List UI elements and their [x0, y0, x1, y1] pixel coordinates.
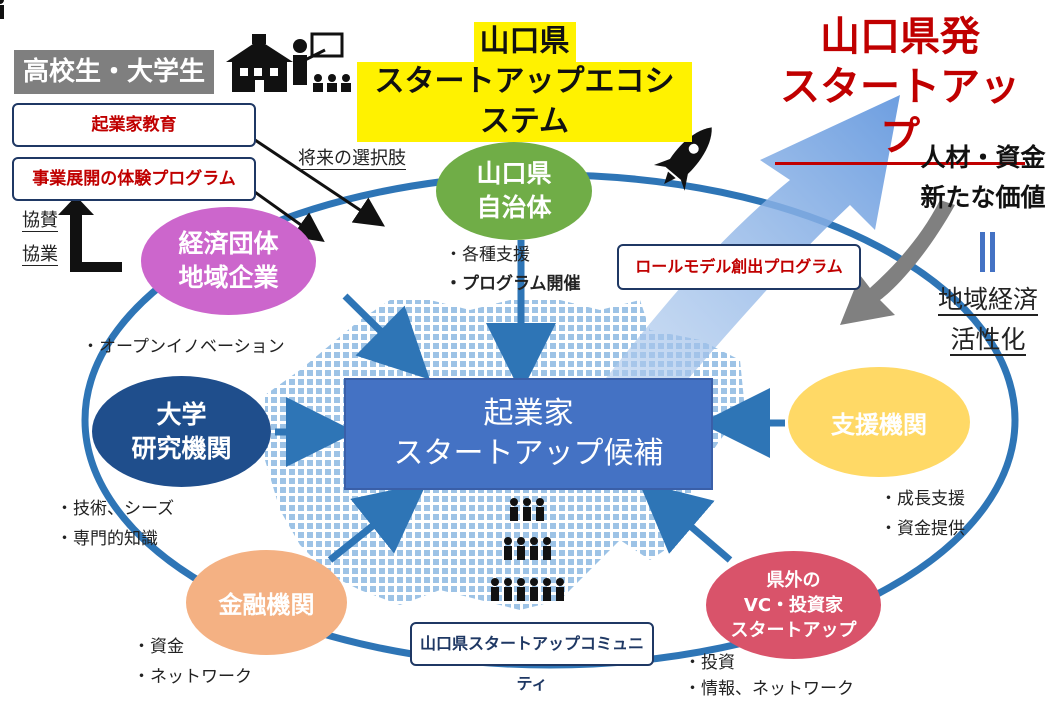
note-finance2: ・ネットワーク — [133, 667, 252, 687]
note-support2: ・資金提供 — [880, 519, 965, 539]
node-government: 山口県 自治体 — [436, 142, 592, 240]
support-up-arrow — [58, 196, 122, 272]
regional-economy-text: 地域経済 活性化 — [937, 285, 1038, 356]
node-support-org: 支援機関 — [788, 367, 970, 477]
title-line2: スタートアップエコシステム — [357, 62, 692, 142]
center-line1: 起業家 — [483, 396, 574, 431]
arrow-business-to-center — [342, 293, 430, 380]
people-group-icon — [0, 0, 564, 601]
goal-title: 山口県発 スタートアップ — [775, 12, 1025, 165]
arrow-experience — [251, 188, 325, 242]
business-experience-program-box: 事業展開の体験プログラム — [12, 157, 256, 201]
collab-label: 協業 — [22, 244, 58, 266]
entrepreneur-center-box: 起業家 スタートアップ候補 — [344, 378, 713, 490]
note-open-innovation: ・オープンイノベーション — [82, 337, 285, 357]
node-outside-investors: 県外の VC・投資家 スタートアップ — [706, 551, 881, 659]
arrow-outside-to-center — [638, 481, 733, 563]
ecosystem-title: 山口県 スタートアップエコシステム — [357, 22, 692, 142]
note-univ2: ・専門的知識 — [56, 529, 158, 549]
students-label: 高校生・大学生 — [14, 50, 214, 94]
note-support1: ・成長支援 — [880, 489, 965, 509]
result-line2: 新たな価値 — [920, 183, 1046, 212]
arrow-education — [251, 136, 385, 227]
arrow-finance-to-center — [327, 482, 427, 563]
equals-icon — [980, 232, 996, 272]
node-finance: 金融機関 — [186, 550, 347, 655]
note-finance1: ・資金 — [133, 637, 184, 657]
result-line1: 人材・資金 — [920, 143, 1046, 172]
node-university: 大学 研究機関 — [92, 376, 271, 487]
note-outside1: ・投資 — [684, 653, 735, 673]
goal-line2: スタートアップ — [775, 62, 1025, 165]
feedback-arrow — [840, 200, 955, 325]
school-icon — [226, 34, 293, 92]
title-line1: 山口県 — [473, 22, 576, 62]
note-univ1: ・技術、シーズ — [56, 499, 175, 519]
support-label: 協賛 — [22, 210, 58, 232]
future-choice-label: 将来の選択肢 — [298, 148, 406, 170]
goal-line1: 山口県発 — [820, 14, 980, 60]
rocket-icon — [653, 127, 712, 191]
note-gov1: ・各種支援 — [445, 245, 530, 265]
startup-community-box: 山口県スタートアップコミュニティ — [410, 622, 654, 693]
role-model-program-box: ロールモデル創出プログラム — [617, 244, 861, 290]
teacher-icon — [293, 32, 351, 92]
entrepreneur-education-box: 起業家教育 — [12, 103, 256, 147]
result-text: 人材・資金 新たな価値 — [908, 138, 1058, 218]
note-outside2: ・情報、ネットワーク — [684, 679, 854, 699]
center-line2: スタートアップ候補 — [393, 436, 664, 471]
node-business: 経済団体 地域企業 — [141, 207, 316, 315]
note-gov2: ・プログラム開催 — [445, 274, 581, 294]
